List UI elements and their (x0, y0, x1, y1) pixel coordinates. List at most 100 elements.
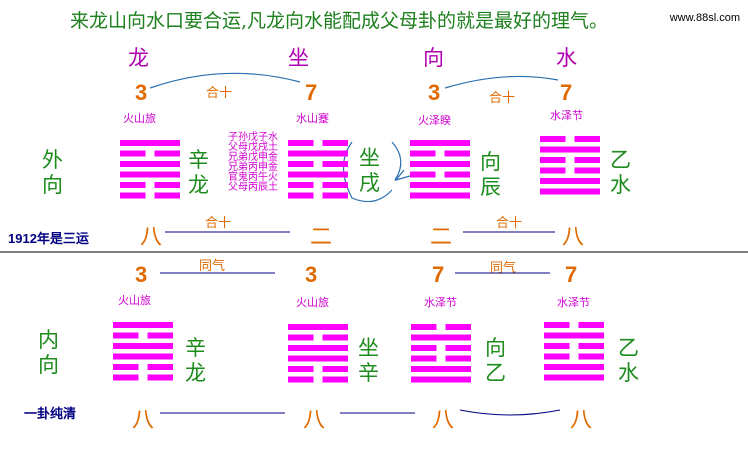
yin-line-segment (540, 157, 566, 163)
page-title: 来龙山向水口要合运,凡龙向水能配成父母卦的就是最好的理气。 (70, 10, 609, 32)
hexagram-8 (544, 322, 604, 381)
yin-line-segment (120, 182, 146, 188)
hexagram-6 (288, 324, 348, 383)
yun-label-top: 1912年是三运 (8, 231, 89, 246)
yang-line (410, 161, 470, 167)
six-line-item: 父母戊戌土 (228, 142, 278, 153)
yin-line-segment (578, 343, 604, 349)
label-xin-long-bottom: 辛龙 (185, 336, 206, 385)
connector-arc-top-left (149, 72, 301, 89)
yang-line (411, 334, 471, 341)
label-nei-xiang: 内向 (38, 328, 59, 377)
yin-line-segment (322, 140, 348, 146)
gua-number-top-1: 八 (140, 225, 163, 250)
yang-line (113, 343, 173, 349)
yin-line-segment (322, 366, 348, 372)
yin-line-segment (154, 150, 180, 157)
arrow-head (394, 169, 411, 182)
label-zuo-xu: 坐戌 (359, 146, 380, 195)
gua-name-bottom-1: 火山旅 (118, 294, 151, 307)
he-shi-top-right: 合十 (489, 91, 516, 106)
yin-line-segment (574, 167, 600, 174)
gua-number-bottom-1: 八 (132, 408, 155, 433)
yin-line-segment (410, 171, 436, 178)
gua-name-top-1: 火山旅 (123, 112, 156, 125)
label-wai-xiang: 外向 (42, 148, 63, 197)
he-shi-bottom-left: 合十 (205, 216, 232, 231)
bracket-arc-right (391, 141, 402, 181)
gua-name-top-2: 水山蹇 (296, 112, 329, 125)
label-xiang-chen: 向辰 (480, 150, 501, 199)
yin-line-segment (544, 322, 570, 328)
yin-line-segment (322, 192, 348, 199)
gua-number-bottom-2: 八 (303, 408, 326, 433)
yin-line-segment (578, 353, 604, 360)
yin-line-segment (288, 140, 314, 146)
yang-line (288, 355, 348, 362)
gua-name-bottom-4: 水泽节 (557, 296, 590, 309)
label-yi-shui-bottom: 乙水 (618, 336, 639, 385)
yang-line (288, 345, 348, 351)
he-shi-bottom-right: 合十 (496, 216, 523, 231)
yin-line-segment (120, 150, 146, 157)
yin-line-segment (540, 136, 566, 142)
yang-line (120, 140, 180, 146)
six-line-item: 父母丙辰土 (228, 182, 278, 193)
yang-line (411, 366, 471, 372)
label-xiang-yi: 向乙 (485, 336, 506, 385)
yin-line-segment (322, 182, 348, 188)
gua-number-top-2: 二 (310, 225, 333, 250)
six-line-item: 兄弟戊申金 (228, 152, 278, 163)
tong-qi-right: 同气 (490, 261, 517, 276)
gua-number-top-3: 二 (430, 225, 453, 250)
gua-number-bottom-4: 八 (570, 408, 593, 433)
yang-line (120, 171, 180, 178)
gua-name-bottom-3: 水泽节 (424, 296, 457, 309)
yang-line (113, 353, 173, 360)
header-xiang: 向 (423, 46, 444, 70)
gua-name-bottom-2: 火山旅 (296, 296, 329, 309)
yin-line-segment (147, 332, 173, 339)
top-number-long: 3 (135, 80, 148, 105)
yin-line-segment (411, 345, 437, 351)
label-zuo-xin: 坐辛 (358, 336, 379, 385)
header-zuo: 坐 (288, 46, 309, 70)
yin-line-segment (544, 343, 570, 349)
yang-line (540, 178, 600, 184)
hexagram-3 (410, 140, 470, 199)
yin-line-segment (540, 167, 566, 174)
yang-line (410, 140, 470, 146)
yang-line (120, 161, 180, 167)
connector-arc-top-right (444, 75, 559, 89)
hexagram-2 (288, 140, 348, 199)
yin-line-segment (147, 364, 173, 370)
yin-line-segment (574, 136, 600, 142)
yang-line (540, 188, 600, 195)
hexagram-7 (411, 324, 471, 383)
yin-line-segment (288, 376, 314, 383)
yin-line-segment (445, 324, 471, 330)
yin-line-segment (578, 322, 604, 328)
label-xin-long-top: 辛龙 (188, 148, 209, 197)
bottom-number-xiang: 7 (432, 262, 445, 287)
gua-number-bottom-3: 八 (432, 408, 455, 433)
yin-line-segment (154, 192, 180, 199)
six-line-item: 官鬼丙午火 (228, 172, 278, 183)
yin-line-segment (147, 374, 173, 381)
yin-line-segment (411, 355, 437, 362)
yin-line-segment (154, 182, 180, 188)
yin-line-segment (322, 376, 348, 383)
tong-qi-left: 同气 (199, 259, 226, 274)
yang-line (288, 150, 348, 157)
yin-line-segment (120, 192, 146, 199)
yin-line-segment (288, 192, 314, 199)
yin-line-segment (113, 332, 139, 339)
yin-line-segment (288, 334, 314, 341)
yin-line-segment (444, 150, 470, 157)
hexagram-1 (120, 140, 180, 199)
yang-line (411, 376, 471, 383)
yin-line-segment (445, 345, 471, 351)
six-lines-list: 子孙戊子水 父母戊戌土 兄弟戊申金 兄弟丙申金 官鬼丙午火 父母丙辰土 (228, 133, 278, 193)
he-shi-top-left: 合十 (206, 86, 233, 101)
